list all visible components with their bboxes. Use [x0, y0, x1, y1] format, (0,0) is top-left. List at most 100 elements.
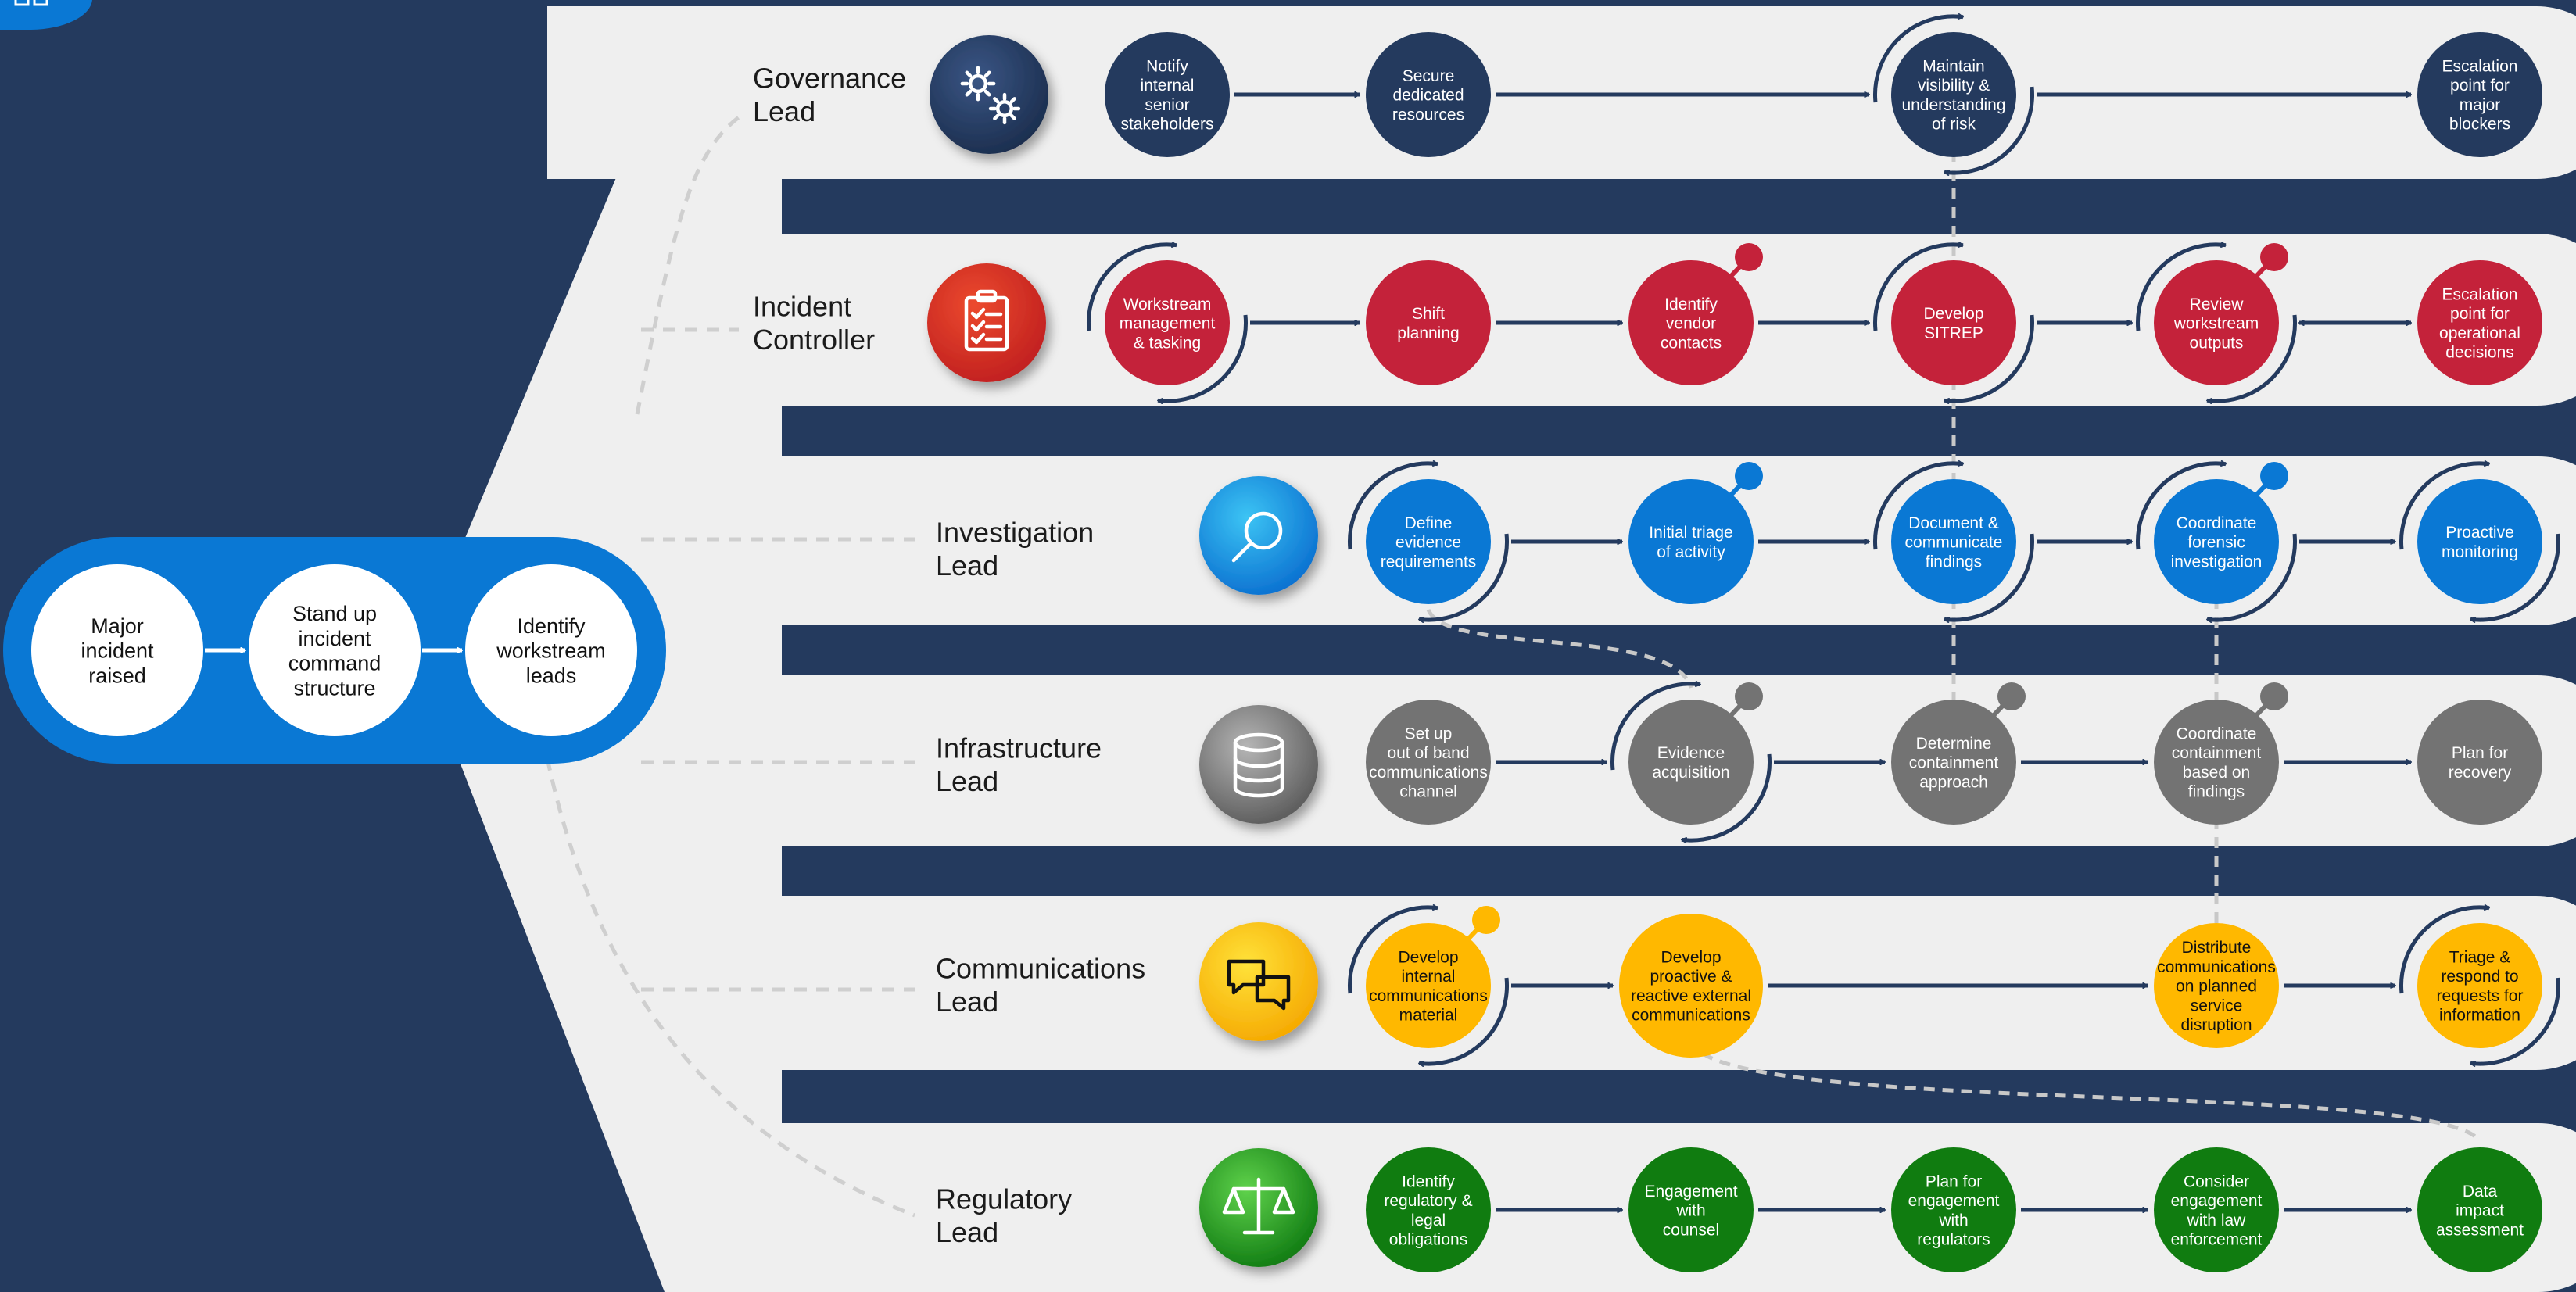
entry-step — [31, 564, 203, 736]
step-node-incident — [2154, 260, 2279, 385]
step-node-regulatory — [2417, 1147, 2542, 1272]
step-node-communications — [2417, 923, 2542, 1048]
cycle-ring — [1944, 533, 2034, 620]
pin-marker — [2260, 682, 2288, 710]
cycle-rings — [1087, 16, 2560, 1064]
step-node-governance — [2417, 32, 2542, 157]
checklist-icon — [927, 263, 1046, 382]
scales-icon — [1199, 1148, 1318, 1267]
step-node-infrastructure — [2417, 700, 2542, 825]
cycle-ring — [1419, 533, 1509, 620]
cycle-ring — [1158, 314, 1248, 401]
cycle-ring — [1348, 907, 1438, 994]
pin-marker — [1472, 906, 1500, 934]
step-node-regulatory — [1366, 1147, 1491, 1272]
lead-connector-regulatory — [545, 757, 915, 1218]
step-node-infrastructure — [1628, 700, 1754, 825]
cycle-ring — [2470, 533, 2560, 620]
step-node-communications — [1366, 923, 1491, 1048]
cycle-ring — [2399, 907, 2489, 994]
lane-band-infrastructure — [655, 675, 2576, 846]
entry-step — [465, 564, 637, 736]
step-node-investigation — [2154, 479, 2279, 604]
pin-marker — [1735, 682, 1763, 710]
step-node-regulatory — [1891, 1147, 2016, 1272]
step-node-governance — [1891, 32, 2016, 157]
step-node-governance — [1366, 32, 1491, 157]
step-node-incident — [1628, 260, 1754, 385]
lane-connectors — [545, 116, 915, 1218]
pin-marker — [1997, 682, 2026, 710]
database-icon — [1199, 705, 1318, 824]
pin-marker — [2260, 243, 2288, 271]
step-node-infrastructure — [2154, 700, 2279, 825]
pin-marker — [1735, 243, 1763, 271]
cycle-ring — [1873, 16, 1963, 103]
cycle-ring — [1944, 86, 2034, 173]
entry-step — [249, 564, 421, 736]
step-node-communications — [1619, 914, 1763, 1058]
cycle-ring — [1873, 463, 1963, 550]
corner-badge — [0, 0, 92, 30]
cycle-ring — [2136, 245, 2226, 331]
step-node-incident — [2417, 260, 2542, 385]
step-node-communications — [2154, 923, 2279, 1048]
lane-band-communications — [655, 896, 2576, 1070]
cycle-ring — [1348, 463, 1438, 550]
cycle-ring — [1087, 245, 1177, 331]
cycle-ring — [2399, 463, 2489, 550]
cycle-ring — [1682, 753, 1772, 840]
step-node-infrastructure — [1891, 700, 2016, 825]
flow-arrows — [1234, 95, 2411, 1210]
step-node-investigation — [1891, 479, 2016, 604]
step-node-regulatory — [1628, 1147, 1754, 1272]
cycle-ring — [2470, 977, 2560, 1064]
lane-bands — [461, 6, 2576, 1292]
step-node-incident — [1366, 260, 1491, 385]
dependency-line — [1426, 608, 1693, 689]
chat-icon — [1199, 922, 1318, 1041]
dependency-line — [1689, 1039, 2482, 1143]
pin-marker — [2260, 462, 2288, 490]
magnifier-icon — [1199, 476, 1318, 595]
step-node-investigation — [1366, 479, 1491, 604]
step-node-regulatory — [2154, 1147, 2279, 1272]
cycle-ring — [1610, 684, 1700, 771]
